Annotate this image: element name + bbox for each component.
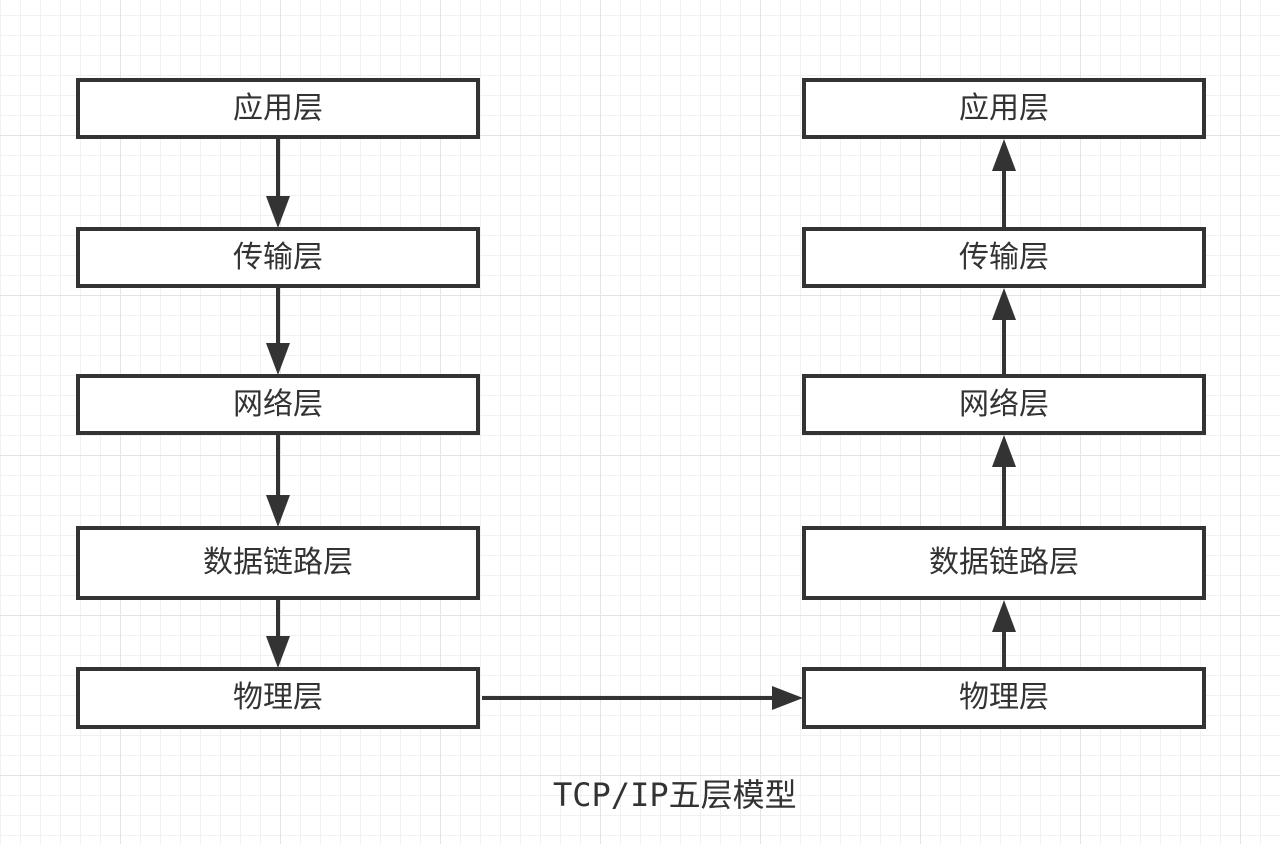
layer-label: 传输层 xyxy=(959,239,1049,275)
layer-label: 网络层 xyxy=(959,386,1049,422)
layer-label: 应用层 xyxy=(233,90,323,126)
layer-label: 数据链路层 xyxy=(203,545,353,580)
diagram-caption: TCP/IP五层模型 xyxy=(553,776,797,814)
arrow-datalink-to-physical-down xyxy=(266,599,290,668)
layer-label: 数据链路层 xyxy=(929,545,1079,580)
layer-label: 网络层 xyxy=(233,386,323,422)
sender-physical-layer: 物理层 xyxy=(76,667,480,729)
sender-network-layer: 网络层 xyxy=(76,374,480,435)
arrow-app-to-transport-down xyxy=(266,138,290,228)
layer-label: 传输层 xyxy=(233,239,323,275)
arrow-network-to-datalink-down xyxy=(266,434,290,527)
arrow-physical-to-datalink-up xyxy=(992,600,1016,668)
arrow-network-to-transport-up xyxy=(992,288,1016,375)
sender-data-link-layer: 数据链路层 xyxy=(76,526,480,600)
receiver-transport-layer: 传输层 xyxy=(802,227,1206,288)
sender-transport-layer: 传输层 xyxy=(76,227,480,288)
receiver-data-link-layer: 数据链路层 xyxy=(802,526,1206,600)
arrow-transport-to-network-down xyxy=(266,287,290,375)
layer-label: 物理层 xyxy=(233,680,323,715)
layer-label: 应用层 xyxy=(959,90,1049,126)
arrow-transport-to-app-up xyxy=(992,139,1016,228)
layer-label: 物理层 xyxy=(959,680,1049,715)
receiver-application-layer: 应用层 xyxy=(802,78,1206,139)
arrow-physical-to-physical xyxy=(482,686,803,710)
sender-application-layer: 应用层 xyxy=(76,78,480,139)
arrow-datalink-to-network-up xyxy=(992,435,1016,527)
receiver-physical-layer: 物理层 xyxy=(802,667,1206,729)
receiver-network-layer: 网络层 xyxy=(802,374,1206,435)
